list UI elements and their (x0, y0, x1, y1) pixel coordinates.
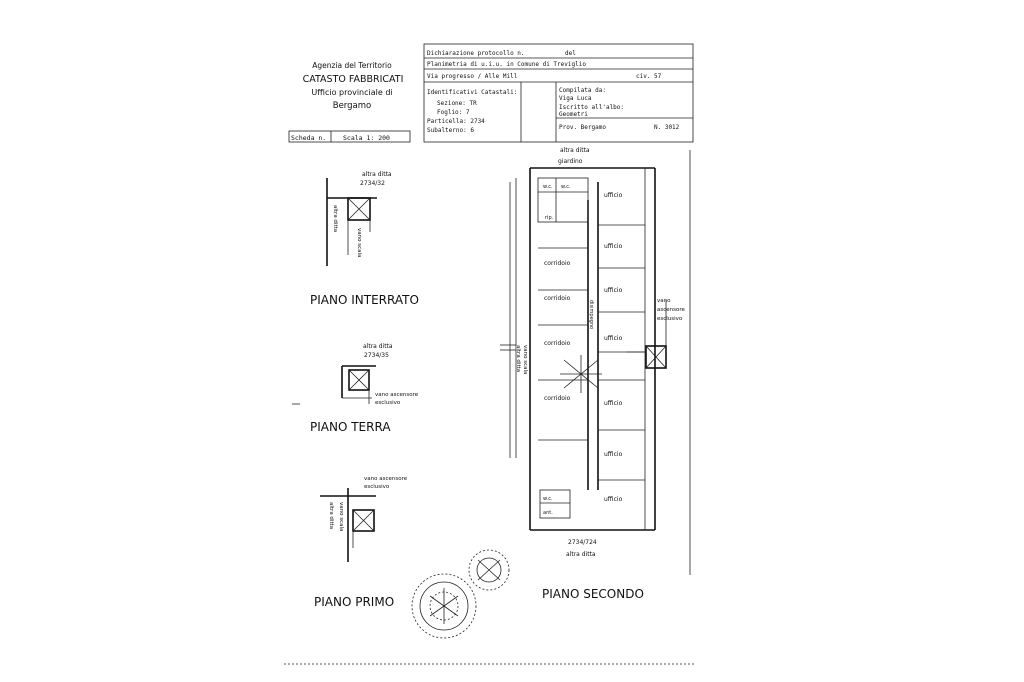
declaration-protocol: Dichiarazione protocollo n. (427, 50, 525, 57)
secondo-service-block (537, 177, 589, 223)
secondo-ufficio-3: ufficio (604, 287, 623, 294)
secondo-giardino: giardino (558, 158, 583, 165)
plan-primo: vano ascensore esclusivo altra ditta van… (314, 476, 408, 609)
declaration-municipality: Planimetria di u.i.u. in Comune di Trevi… (427, 61, 586, 68)
primo-lift-box (352, 509, 375, 532)
secondo-corridoio-2: corridoio (544, 295, 571, 302)
secondo-corridoio-3: corridoio (544, 340, 571, 347)
secondo-stair-symbol (560, 355, 602, 393)
declaration-box: Dichiarazione protocollo n. del Planimet… (423, 43, 694, 143)
secondo-disimpegno-small: rip. (545, 215, 554, 221)
interrato-vertical-1: altra ditta (332, 205, 338, 232)
secondo-corridoio-4: corridoio (544, 395, 571, 402)
floor-label-interrato: PIANO INTERRATO (310, 293, 419, 307)
ident-foglio: Foglio: 7 (437, 109, 470, 116)
interrato-altra-ditta-id: 2734/32 (360, 180, 385, 187)
primo-vano-ascensore: vano ascensore (364, 476, 408, 482)
compilata-title: Compilata da: (559, 87, 606, 94)
secondo-vertical-vano-scala: vano scala (522, 345, 528, 374)
secondo-esclusivo: esclusivo (657, 316, 683, 322)
declaration-date-label: del (565, 50, 576, 57)
primo-vano-esclusivo: esclusivo (364, 484, 390, 490)
numero-label: N. 3012 (654, 124, 680, 131)
secondo-vano: vano (657, 298, 671, 304)
secondo-ufficio-6: ufficio (604, 451, 623, 458)
ident-particella: Particella: 2734 (427, 118, 485, 125)
floor-label-secondo: PIANO SECONDO (542, 587, 644, 601)
secondo-wc-3: w.c. (543, 496, 553, 502)
agency-header: Agenzia del Territorio CATASTO FABBRICAT… (303, 61, 404, 111)
secondo-service-block-bottom (539, 489, 571, 519)
declaration-civic: civ. 57 (636, 73, 662, 80)
secondo-lift-box (645, 345, 667, 369)
secondo-ant: ant. (543, 510, 553, 516)
iscritto-label: Iscritto all'albo: (559, 104, 624, 111)
secondo-ascensore: ascensore (657, 307, 686, 313)
secondo-ufficio-1: ufficio (604, 192, 623, 199)
terra-altra-ditta-id: 2734/35 (364, 352, 389, 359)
interrato-stair-box (347, 197, 371, 221)
secondo-disimpegno: disimpegno (588, 300, 594, 329)
secondo-corridoio-1: corridoio (544, 260, 571, 267)
declaration-address: Via progresso / Alle Mill (427, 73, 518, 80)
secondo-ufficio-4: ufficio (604, 335, 623, 342)
agency-line-4: Bergamo (333, 101, 372, 111)
floor-label-terra: PIANO TERRA (310, 420, 391, 434)
ident-subalterno: Subalterno: 6 (427, 127, 474, 134)
secondo-wc-2: w.c. (561, 184, 571, 190)
plan-secondo: altra ditta giardino w.c. w.c. rip. corr… (500, 147, 691, 601)
scheda-box: Scheda n. Scala 1: 200 (288, 130, 411, 143)
secondo-vertical-altra-ditta: altra ditta (515, 345, 521, 372)
secondo-altra-ditta-bottom-id: 2734/724 (568, 539, 597, 546)
secondo-altra-ditta-bottom: altra ditta (566, 551, 596, 558)
scheda-label: Scheda n. (291, 134, 326, 142)
secondo-ufficio-2: ufficio (604, 243, 623, 250)
interrato-altra-ditta: altra ditta (362, 171, 392, 178)
ident-sezione: Sezione: TR (437, 100, 477, 107)
terra-vano-ascensore: vano ascensore (375, 392, 419, 398)
primo-vertical-1: altra ditta (328, 502, 334, 529)
secondo-ufficio-7: ufficio (604, 496, 623, 503)
agency-line-2: CATASTO FABBRICATI (303, 74, 404, 85)
terra-lift-box (348, 369, 370, 391)
terra-vano-esclusivo: esclusivo (375, 400, 401, 406)
interrato-vertical-2: vano scala (356, 228, 362, 257)
stamp-seal (411, 549, 510, 639)
terra-altra-ditta: altra ditta (363, 343, 393, 350)
floor-label-primo: PIANO PRIMO (314, 595, 394, 609)
compilata-name: Viga Luca (559, 95, 592, 102)
plan-terra: altra ditta 2734/35 vano ascensore esclu… (292, 343, 419, 434)
scale-label: Scala 1: 200 (343, 134, 390, 142)
agency-line-1: Agenzia del Territorio (312, 61, 392, 70)
secondo-ufficio-5: ufficio (604, 400, 623, 407)
prov-label: Prov. Bergamo (559, 124, 606, 131)
secondo-wc-1: w.c. (543, 184, 553, 190)
geometri-label: Geometri (559, 111, 588, 118)
primo-vertical-2: vano scala (338, 502, 344, 531)
plan-interrato: altra ditta 2734/32 altra ditta vano sca… (310, 171, 419, 307)
secondo-altra-ditta-top: altra ditta (560, 147, 590, 154)
ident-title: Identificativi Catastali: (427, 89, 517, 96)
agency-line-3: Ufficio provinciale di (311, 88, 392, 97)
